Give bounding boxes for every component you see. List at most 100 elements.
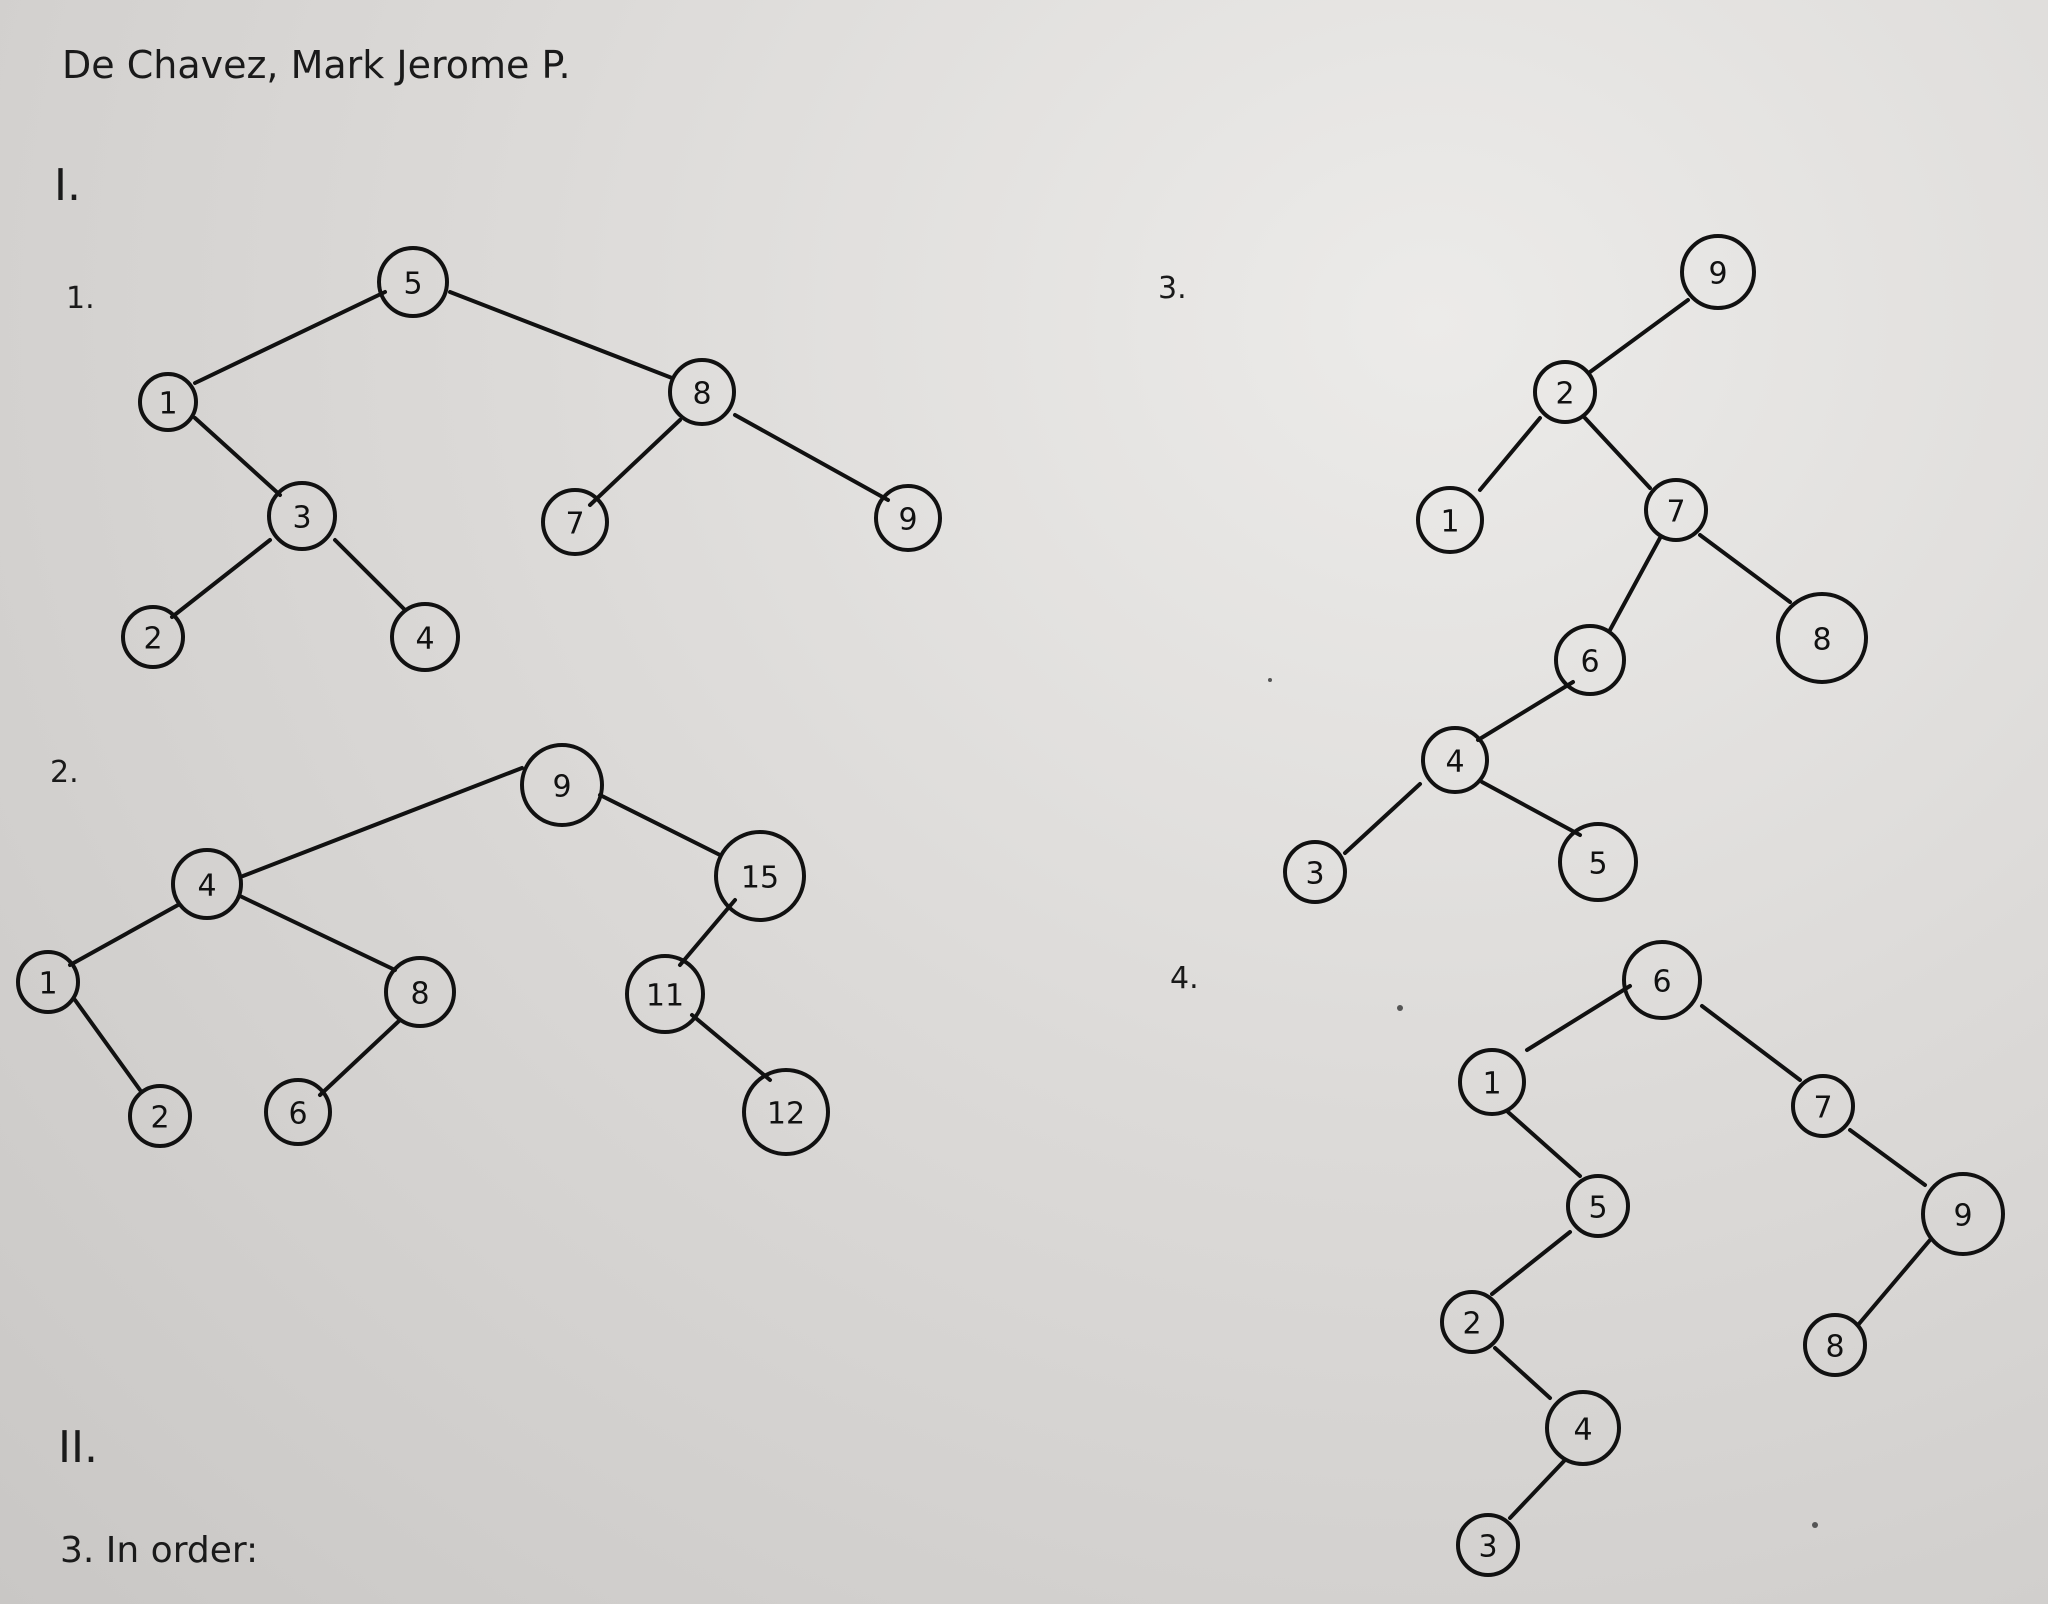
svg-text:4: 4 [1573,1413,1592,1448]
edge [193,416,282,497]
svg-text:4: 4 [197,869,216,904]
tree-node: 4 [1545,1390,1621,1466]
edge [241,766,524,878]
svg-text:3: 3 [292,501,311,536]
svg-text:2: 2 [1555,377,1574,412]
tree-node: 8 [668,358,736,426]
edge [68,903,180,967]
problem-label-2: 2. [50,755,79,790]
svg-text:8: 8 [1825,1330,1844,1365]
tree-node: 2 [1533,360,1597,424]
edge [1856,1238,1932,1327]
edge [1588,298,1690,374]
edge [318,1018,402,1097]
tree-node: 6 [1622,940,1702,1020]
edge [1493,1346,1552,1400]
tree-node: 4 [171,848,243,920]
edge [690,1013,772,1082]
edge [1698,533,1792,604]
edge [1848,1128,1927,1187]
problem-label-1: 1. [66,281,95,316]
svg-text:4: 4 [1445,745,1464,780]
tree-4-edges [1490,984,1932,1520]
svg-text:1: 1 [1440,505,1459,540]
svg-text:8: 8 [1812,623,1831,658]
tree-node: 2 [1440,1290,1504,1354]
svg-text:8: 8 [692,377,711,412]
svg-text:1: 1 [38,967,57,1002]
svg-text:2: 2 [143,622,162,657]
tree-node: 1 [16,950,80,1014]
tree-node: 8 [384,956,456,1028]
edge [1476,680,1575,742]
edge [1608,536,1662,632]
tree-node: 5 [1558,822,1638,902]
svg-text:2: 2 [150,1101,169,1136]
edge [73,998,142,1092]
in-order-label: 3. In order: [60,1530,258,1571]
tree-node: 4 [1421,726,1489,794]
edge [170,538,272,619]
tree-node: 5 [1566,1174,1630,1238]
edge [1525,984,1632,1052]
tree-node: 7 [541,488,609,556]
edge [1490,1230,1572,1296]
tree-node: 4 [390,602,460,672]
tree-node: 5 [377,246,449,318]
tree-node: 1 [1458,1048,1526,1116]
tree-1-nodes: 5 1 8 3 7 9 2 4 [121,246,942,672]
svg-text:2: 2 [1462,1307,1481,1342]
tree-node: 2 [121,605,185,669]
svg-text:15: 15 [741,861,779,896]
paper-speck [1397,1005,1403,1011]
tree-node: 11 [625,954,705,1034]
svg-text:9: 9 [1953,1199,1972,1234]
paper-speck [1268,678,1272,682]
edge [1343,782,1422,855]
edge [1506,1110,1582,1178]
svg-text:3: 3 [1305,857,1324,892]
edge [1508,1458,1567,1520]
tree-node: 9 [874,484,942,552]
edge [238,894,397,972]
paper-speck [1812,1522,1818,1528]
svg-text:5: 5 [1588,847,1607,882]
edge [1700,1004,1802,1082]
svg-text:5: 5 [403,267,422,302]
tree-node: 3 [1456,1513,1520,1577]
problem-label-3: 3. [1158,271,1187,306]
tree-node: 1 [138,372,198,432]
svg-text:8: 8 [410,977,429,1012]
tree-node: 1 [1416,486,1484,554]
edge [1583,416,1652,490]
tree-3-edges [1343,298,1792,855]
svg-text:9: 9 [1708,257,1727,292]
section-I-numeral: I. [54,160,81,211]
tree-4-nodes: 6 1 7 5 9 2 8 4 3 [1440,940,2005,1577]
svg-text:6: 6 [1652,965,1671,1000]
edge [448,290,674,380]
svg-text:9: 9 [552,770,571,805]
tree-1-edges [170,290,890,619]
svg-text:7: 7 [565,507,584,542]
tree-2-edges [68,766,772,1097]
section-II-numeral: II. [58,1422,98,1473]
edge [733,413,890,502]
tree-3-nodes: 9 2 1 7 6 8 4 3 5 [1283,234,1868,904]
svg-text:6: 6 [1580,645,1599,680]
svg-text:9: 9 [898,503,917,538]
svg-text:12: 12 [767,1097,805,1132]
svg-text:11: 11 [646,979,684,1014]
tree-node: 6 [1554,624,1626,696]
edge [678,898,737,967]
edge [1478,416,1542,492]
tree-2-nodes: 9 4 15 1 8 11 2 6 12 [16,743,830,1156]
svg-text:7: 7 [1813,1091,1832,1126]
tree-node: 9 [520,743,604,827]
author-name: De Chavez, Mark Jerome P. [62,43,571,87]
svg-text:3: 3 [1478,1530,1497,1565]
tree-node: 7 [1644,478,1708,542]
tree-node: 9 [1921,1172,2005,1256]
